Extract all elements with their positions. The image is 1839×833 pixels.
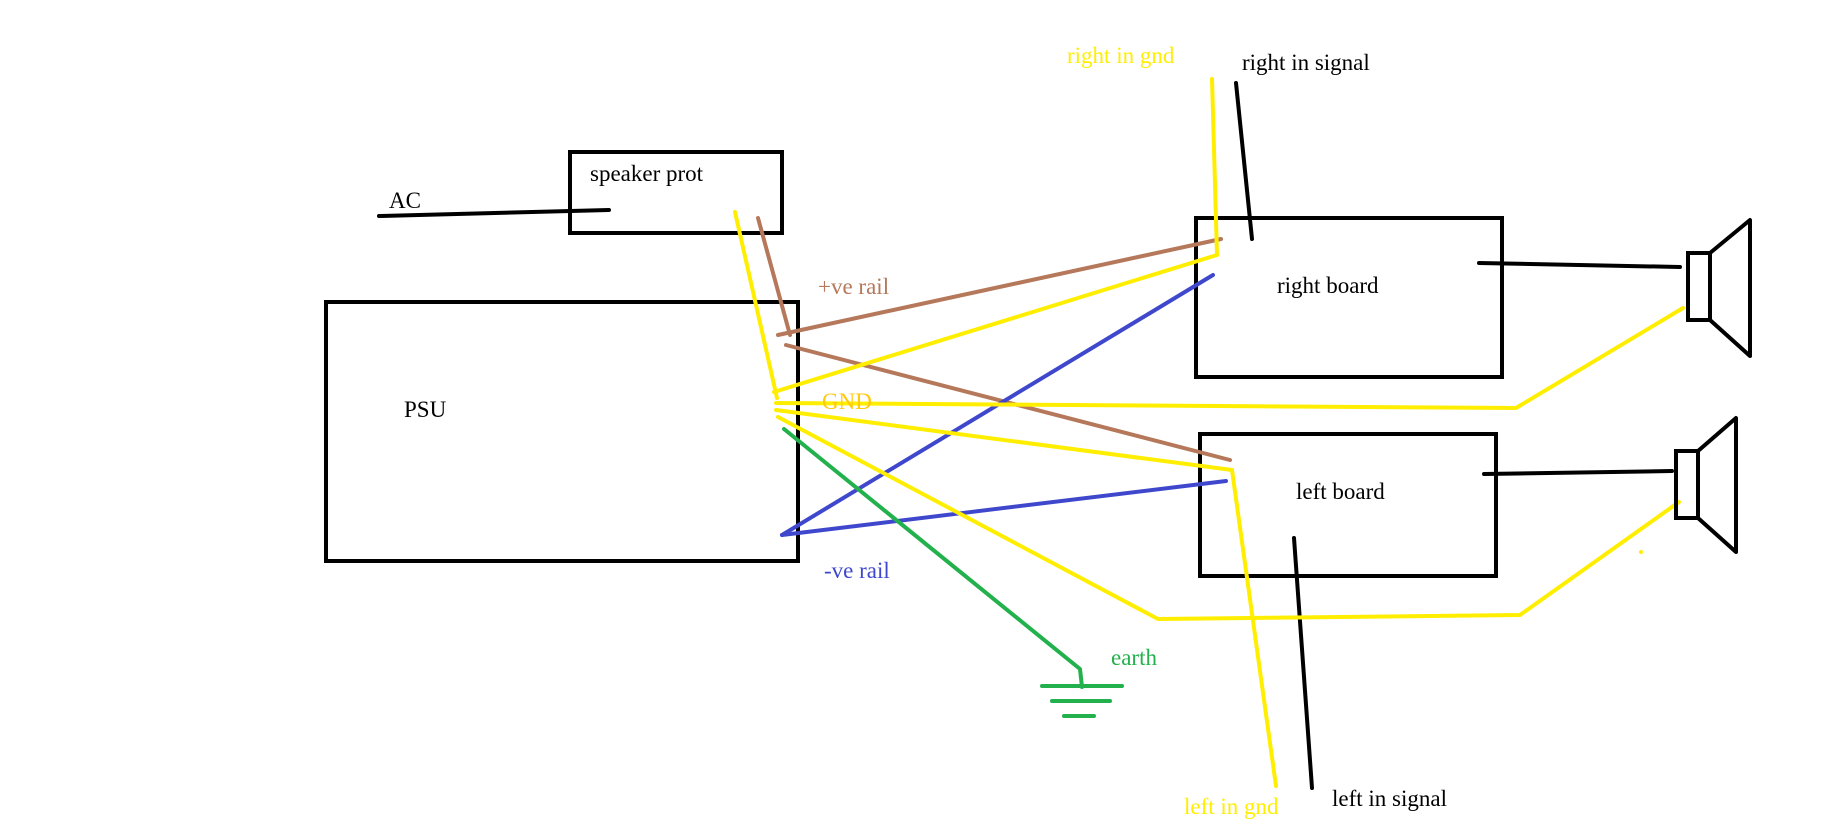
psu-label: PSU: [404, 397, 447, 422]
speaker-icon: [1674, 416, 1738, 554]
pos-rail-label: +ve rail: [818, 274, 889, 299]
gnd-to-right-board: [772, 253, 1219, 394]
speaker-icon: [1686, 218, 1752, 358]
gnd-from-speaker-prot: [733, 210, 779, 400]
gnd-to-left-board: [774, 408, 1234, 472]
earth-label: earth: [1111, 645, 1157, 670]
left-in-signal-wire: [1292, 536, 1314, 790]
left-in-signal-label: left in signal: [1332, 786, 1447, 811]
earth-wire: [782, 427, 1084, 689]
neg-rail-to-left-board: [780, 479, 1228, 537]
neg-rail-label: -ve rail: [824, 558, 890, 583]
right-speaker-output-wire: [1477, 261, 1682, 269]
left-board-box: [1198, 432, 1498, 578]
speaker-prot-label: speaker prot: [590, 161, 704, 186]
stray-dot: [1639, 550, 1643, 554]
left-speaker-output-wire: [1482, 469, 1674, 476]
speaker-prot-box: [568, 150, 784, 235]
pos-rail-from-speaker-prot: [756, 216, 792, 337]
left-board-label: left board: [1296, 479, 1385, 504]
right-in-gnd-label: right in gnd: [1067, 43, 1175, 68]
psu-box: [324, 300, 800, 563]
ac-label: AC: [389, 188, 421, 213]
pos-rail-to-right-board: [776, 237, 1223, 337]
right-in-gnd-wire: [1210, 77, 1219, 257]
right-in-signal-wire: [1234, 81, 1254, 241]
gnd-label: GND: [822, 389, 872, 414]
right-board-box: [1194, 216, 1504, 379]
gnd-to-left-speaker: [776, 415, 1681, 621]
ac-wire: [377, 208, 611, 218]
left-in-gnd-label: left in gnd: [1184, 794, 1279, 819]
left-in-gnd-wire: [1230, 468, 1278, 788]
right-in-signal-label: right in signal: [1242, 50, 1370, 75]
gnd-to-right-speaker: [774, 306, 1685, 410]
ground-symbol-icon: [1040, 684, 1124, 718]
right-board-label: right board: [1277, 273, 1379, 298]
